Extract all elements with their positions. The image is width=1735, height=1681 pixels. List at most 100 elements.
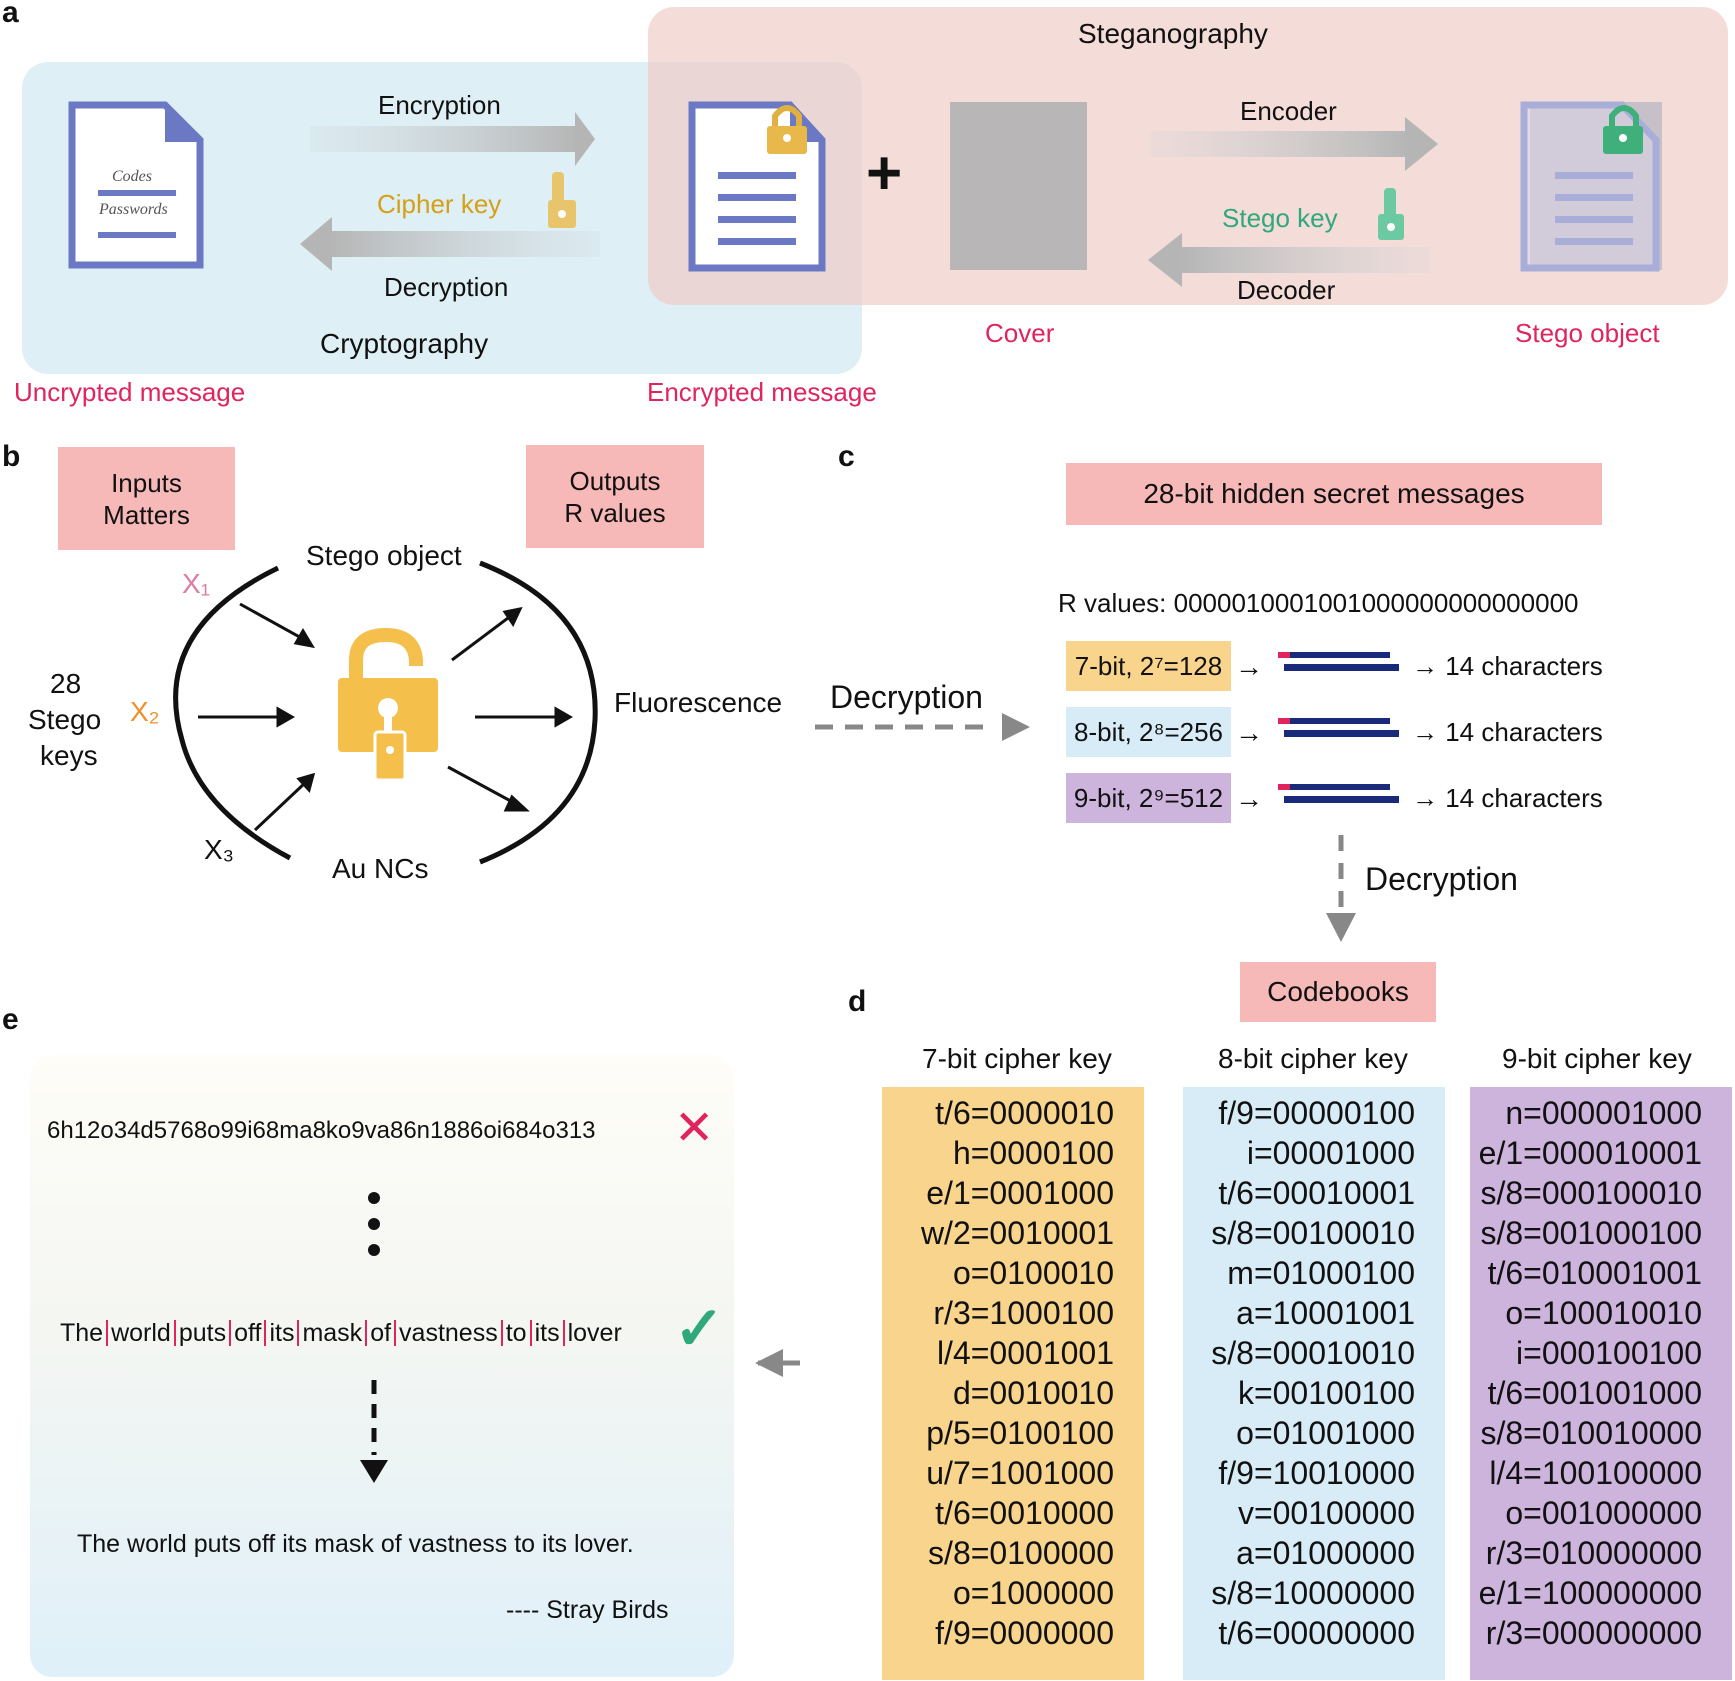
segmented-word: of — [370, 1319, 392, 1347]
codebook-entry: n=000001000 — [1505, 1095, 1702, 1131]
codebook-entry: o=01001000 — [1236, 1415, 1415, 1451]
cryptography-title: Cryptography — [320, 328, 489, 359]
codebook-entry: t/6=0000010 — [935, 1095, 1114, 1131]
cross-icon: ✕ — [674, 1102, 715, 1155]
stego-key-label: Stego key — [1222, 203, 1338, 233]
garbled-text: 6h12o34d5768o99i68ma8ko9va86n1886oi684o3… — [47, 1117, 596, 1144]
cover-label: Cover — [985, 318, 1055, 348]
check-icon: ✓ — [674, 1295, 725, 1362]
encryption-label: Encryption — [378, 90, 501, 120]
codebook-entry: s/8=10000000 — [1211, 1575, 1415, 1611]
stego-object-icon — [1520, 101, 1662, 272]
codebook-entry: s/8=00010010 — [1211, 1335, 1415, 1371]
codebook-entry: p/5=0100100 — [926, 1415, 1114, 1451]
segmented-word: to — [505, 1319, 527, 1347]
codebook-entry: r/3=000000000 — [1485, 1615, 1702, 1651]
x1-label: X₁ — [182, 568, 211, 599]
codebook-entry: u/7=1001000 — [926, 1455, 1114, 1491]
decoder-label: Decoder — [1237, 275, 1336, 305]
row-7bit-chars: → 14 characters — [1412, 651, 1603, 681]
doc-text-codes: Codes — [112, 168, 152, 185]
decryption-label: Decryption — [384, 272, 509, 302]
uncrypted-message-label: Uncrypted message — [14, 377, 246, 407]
word-separator — [229, 1320, 232, 1346]
codebook-entry: o=0100010 — [952, 1255, 1114, 1291]
panel-label-c: c — [838, 440, 855, 473]
steganography-title: Steganography — [1078, 18, 1268, 49]
codebook-entry: a=01000000 — [1236, 1535, 1415, 1571]
keys-keys: keys — [40, 740, 98, 771]
inputs-line2: Matters — [103, 499, 190, 530]
codebook-entry: r/3=1000100 — [933, 1295, 1114, 1331]
panel-e-background — [30, 1055, 734, 1677]
codebook-entry: e/1=000010001 — [1478, 1135, 1702, 1171]
doc-text-passwords: Passwords — [99, 201, 168, 218]
codebook-entry: o=100010010 — [1505, 1295, 1702, 1331]
codebook-entry: a=10001001 — [1236, 1295, 1415, 1331]
codebook-entry: l/4=0001001 — [936, 1335, 1114, 1371]
segmented-word: mask — [302, 1319, 363, 1347]
codebook-entry: f/9=10010000 — [1218, 1455, 1415, 1491]
uncrypted-document-icon — [68, 101, 204, 269]
panel-label-d: d — [848, 985, 867, 1018]
outputs-box: Outputs R values — [526, 445, 704, 548]
codebook-entry: r/3=010000000 — [1485, 1535, 1702, 1571]
row-8bit-chars: → 14 characters — [1412, 717, 1603, 747]
col-9bit-title: 9-bit cipher key — [1502, 1043, 1692, 1074]
codebook-entry: e/1=0001000 — [926, 1175, 1114, 1211]
codebook-entry: h=0000100 — [952, 1135, 1114, 1171]
word-separator — [106, 1320, 109, 1346]
panel-label-e: e — [2, 1003, 19, 1036]
codebook-entry: t/6=010001001 — [1487, 1255, 1702, 1291]
segmented-word: its — [534, 1319, 560, 1347]
segmented-word: world — [111, 1319, 171, 1347]
segmented-word: lover — [567, 1319, 622, 1347]
panel-label-b: b — [2, 440, 21, 473]
col-8bit-title: 8-bit cipher key — [1218, 1043, 1408, 1074]
codebook-entry: s/8=000100010 — [1480, 1175, 1702, 1211]
row-9bit-label-box: 9-bit, 2⁹=512 — [1066, 773, 1231, 823]
ellipsis-dot — [368, 1218, 380, 1230]
codebook-entry: s/8=001000100 — [1480, 1215, 1702, 1251]
row-7bit-label-box: 7-bit, 2⁷=128 — [1066, 641, 1231, 691]
encoder-arrow — [1150, 117, 1438, 171]
bit-bars-9 — [1278, 784, 1399, 803]
output-arrows — [447, 606, 574, 812]
left-arc — [173, 565, 292, 861]
codebook-entry: k=00100100 — [1237, 1375, 1415, 1411]
unlocked-padlock-icon — [338, 627, 438, 782]
row-8bit-label: 8-bit, 2⁸=256 — [1073, 716, 1224, 747]
word-separator — [394, 1320, 397, 1346]
gold-lock-icon — [767, 105, 807, 154]
codebook-entry: v=00100000 — [1237, 1495, 1415, 1531]
r-values-text: R values: 0000010001001000000000000000 — [1058, 588, 1579, 618]
codebook-entry: i=00001000 — [1246, 1135, 1415, 1171]
codebook-entry: i=000100100 — [1516, 1335, 1702, 1371]
stego-key-icon — [1378, 188, 1404, 240]
panel-label-a: a — [2, 0, 19, 29]
keys-stego: Stego — [28, 704, 102, 735]
segmented-word: The — [60, 1319, 104, 1347]
au-ncs-label: Au NCs — [332, 853, 429, 884]
encoder-label: Encoder — [1240, 96, 1337, 126]
stego-object-label: Stego object — [1515, 318, 1660, 348]
row-8bit-arrow: → — [1235, 717, 1263, 748]
codebook-entry: f/9=00000100 — [1218, 1095, 1415, 1131]
row-9bit-label: 9-bit, 2⁹=512 — [1073, 782, 1224, 813]
codebook-entry: f/9=0000000 — [935, 1615, 1114, 1651]
segmented-word: puts — [178, 1319, 227, 1347]
codebook-8bit-column: f/9=00000100 i=00001000 t/6=00010001 s/8=00… — [1183, 1087, 1445, 1680]
keys-28: 28 — [50, 668, 82, 699]
segmented-word: its — [269, 1319, 295, 1347]
codebook-entry: o=001000000 — [1505, 1495, 1702, 1531]
codebook-entry: t/6=00010001 — [1218, 1175, 1415, 1211]
plus-sign: + — [866, 139, 903, 208]
fluorescence-label: Fluorescence — [614, 687, 783, 718]
codebook-entry: w/2=0010001 — [920, 1215, 1114, 1251]
outputs-line2: R values — [564, 497, 666, 528]
cipher-key-label: Cipher key — [377, 189, 502, 219]
